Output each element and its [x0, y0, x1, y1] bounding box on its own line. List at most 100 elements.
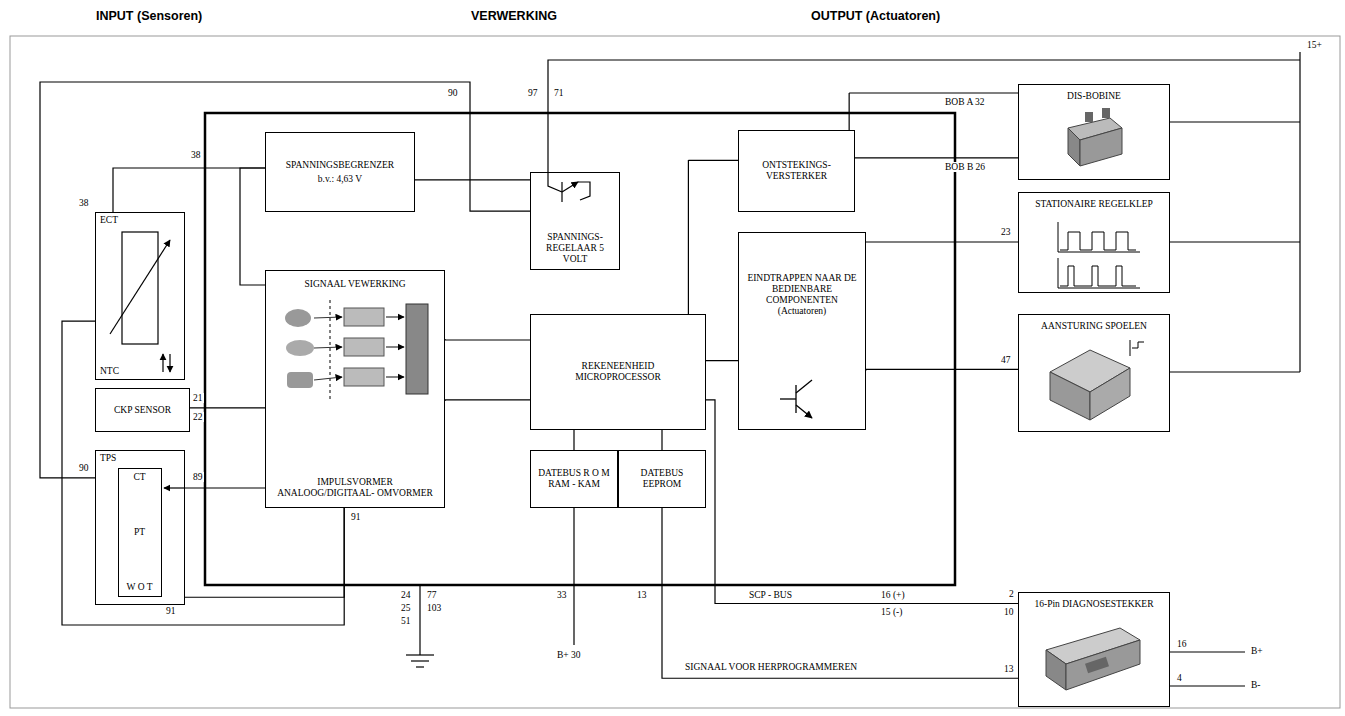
pwm-waveform: [1058, 288, 1140, 289]
output-transistor: [796, 380, 812, 393]
ntc-symbol: [169, 354, 170, 372]
battery-wire: [574, 508, 1245, 686]
signal-wire: [866, 369, 1018, 370]
injector-icon: [1130, 340, 1131, 356]
injector-icon: [1050, 372, 1090, 420]
pwm-waveform: [1058, 222, 1140, 288]
ground-wire: [419, 585, 420, 655]
signal-illustration: [287, 372, 313, 388]
output-transistor: [780, 380, 812, 418]
pwm-waveform: [1058, 258, 1059, 288]
wire-label: BOB B 26: [944, 162, 986, 172]
signal-wire: [62, 321, 344, 625]
block-text: REKENEENHEID MICROPROCESSOR: [539, 361, 697, 383]
actuator-box: STATIONAIRE REGELKLEP: [1018, 192, 1170, 293]
layout-shape: [314, 317, 342, 318]
signal-wire: [662, 508, 1018, 678]
ntc-symbol: [110, 232, 170, 372]
block-text: ONTSTEKINGS- VERSTERKER: [745, 160, 848, 182]
signal-illustration: [344, 308, 384, 326]
signal-illustration: [285, 309, 311, 327]
function-block: SPANNINGS- REGELAAR 5 VOLT: [530, 172, 620, 270]
signal-wire: [706, 360, 738, 362]
pin-number: 2: [1008, 589, 1015, 599]
diagnostic-plug-icon: [1066, 640, 1140, 690]
block-text: 16-Pin DIAGNOSESTEKKER: [1034, 599, 1153, 610]
block-text: CKP SENSOR: [114, 405, 171, 416]
signal-wire: [445, 400, 530, 401]
signal-wire: [661, 430, 662, 450]
connector-box: 16-Pin DIAGNOSESTEKKER: [1018, 592, 1170, 707]
block-text: PT: [134, 527, 145, 538]
pin-number: 23: [1000, 227, 1012, 237]
pin-number: 90: [78, 463, 90, 473]
pin-number: 15 (-): [880, 607, 903, 617]
supply-wire-15: [548, 60, 1300, 172]
memory-block: DATEBUS EEPROM: [618, 450, 706, 508]
pin-number: 13: [636, 590, 648, 600]
supply-wire-15: [1170, 121, 1300, 122]
function-block: EINDTRAPPEN NAAR DE BEDIENBARE COMPONENT…: [738, 232, 866, 430]
signal-wire: [113, 168, 265, 212]
supply-wire-15: [1170, 241, 1300, 242]
block-text: W O T: [126, 582, 152, 593]
wire-label: SCP - BUS: [748, 590, 793, 600]
diagnostic-plug-icon: [1046, 650, 1066, 690]
injector-icon: [1090, 368, 1130, 420]
signal-wire: [706, 400, 1018, 604]
picture-frame: [10, 36, 1340, 708]
signal-wire: [240, 168, 265, 285]
layout-shape: [386, 376, 404, 377]
signal-wire: [855, 157, 1018, 158]
pin-number: 16: [1176, 639, 1188, 649]
battery-wire: [573, 508, 574, 645]
pin-number: 51: [400, 616, 412, 626]
block-text: SPANNINGSBEGRENZER: [286, 160, 394, 171]
pin-number: 16 (+): [880, 590, 906, 600]
signal-illustration: [330, 300, 331, 400]
tps-wiper: [164, 487, 185, 488]
sensor-box: ECTNTC: [95, 212, 185, 380]
block-text: SPANNINGS- REGELAAR 5 VOLT: [535, 232, 615, 265]
signal-wire: [866, 241, 1018, 242]
pin-number: 91: [165, 606, 177, 616]
ground-wire: [416, 666, 424, 667]
pwm-waveform: [1058, 252, 1140, 253]
block-text: DATEBUS EEPROM: [623, 468, 701, 490]
block-text: EINDTRAPPEN NAAR DE BEDIENBARE COMPONENT…: [747, 273, 857, 317]
terminal-name: B+: [1250, 646, 1264, 656]
pwm-waveform: [1060, 232, 1136, 250]
layout-shape: [386, 346, 404, 347]
section-heading: VERWERKING: [470, 10, 558, 24]
pin-number: 71: [553, 88, 565, 98]
pin-number: 33: [556, 590, 568, 600]
diagnostic-plug-icon: [1085, 657, 1109, 673]
memory-block: DATEBUS R O M RAM - KAM: [530, 450, 618, 508]
regulator-transistor: [548, 172, 590, 202]
section-heading: OUTPUT (Actuatoren): [810, 10, 941, 24]
block-text: DATEBUS R O M RAM - KAM: [535, 468, 613, 490]
pin-number: 47: [1000, 355, 1012, 365]
pin-number: 38: [78, 198, 90, 208]
diagnostic-plug-icon: [1046, 628, 1140, 690]
pin-number: 90: [447, 88, 459, 98]
signal-illustration: [344, 368, 384, 386]
signal-wire: [688, 160, 738, 314]
coil-icon: [1068, 128, 1080, 166]
coil-icon: [1068, 108, 1122, 166]
pin-number: 10: [1003, 607, 1015, 617]
picture-frame: [10, 36, 1340, 708]
pin-number: 4: [1176, 673, 1183, 683]
coil-icon: [1102, 108, 1110, 118]
signal-wire: [849, 93, 1018, 130]
signal-illustration: [344, 338, 384, 356]
pin-number: 24: [400, 590, 412, 600]
function-block: REKENEENHEID MICROPROCESSOR: [530, 314, 706, 430]
terminal-name: 15+: [1306, 40, 1323, 50]
injector-icon: [1132, 342, 1144, 348]
ground-wire: [411, 660, 429, 661]
layout-shape: [314, 317, 404, 380]
ecu-housing: [205, 113, 955, 585]
pin-number: 91: [350, 512, 362, 522]
